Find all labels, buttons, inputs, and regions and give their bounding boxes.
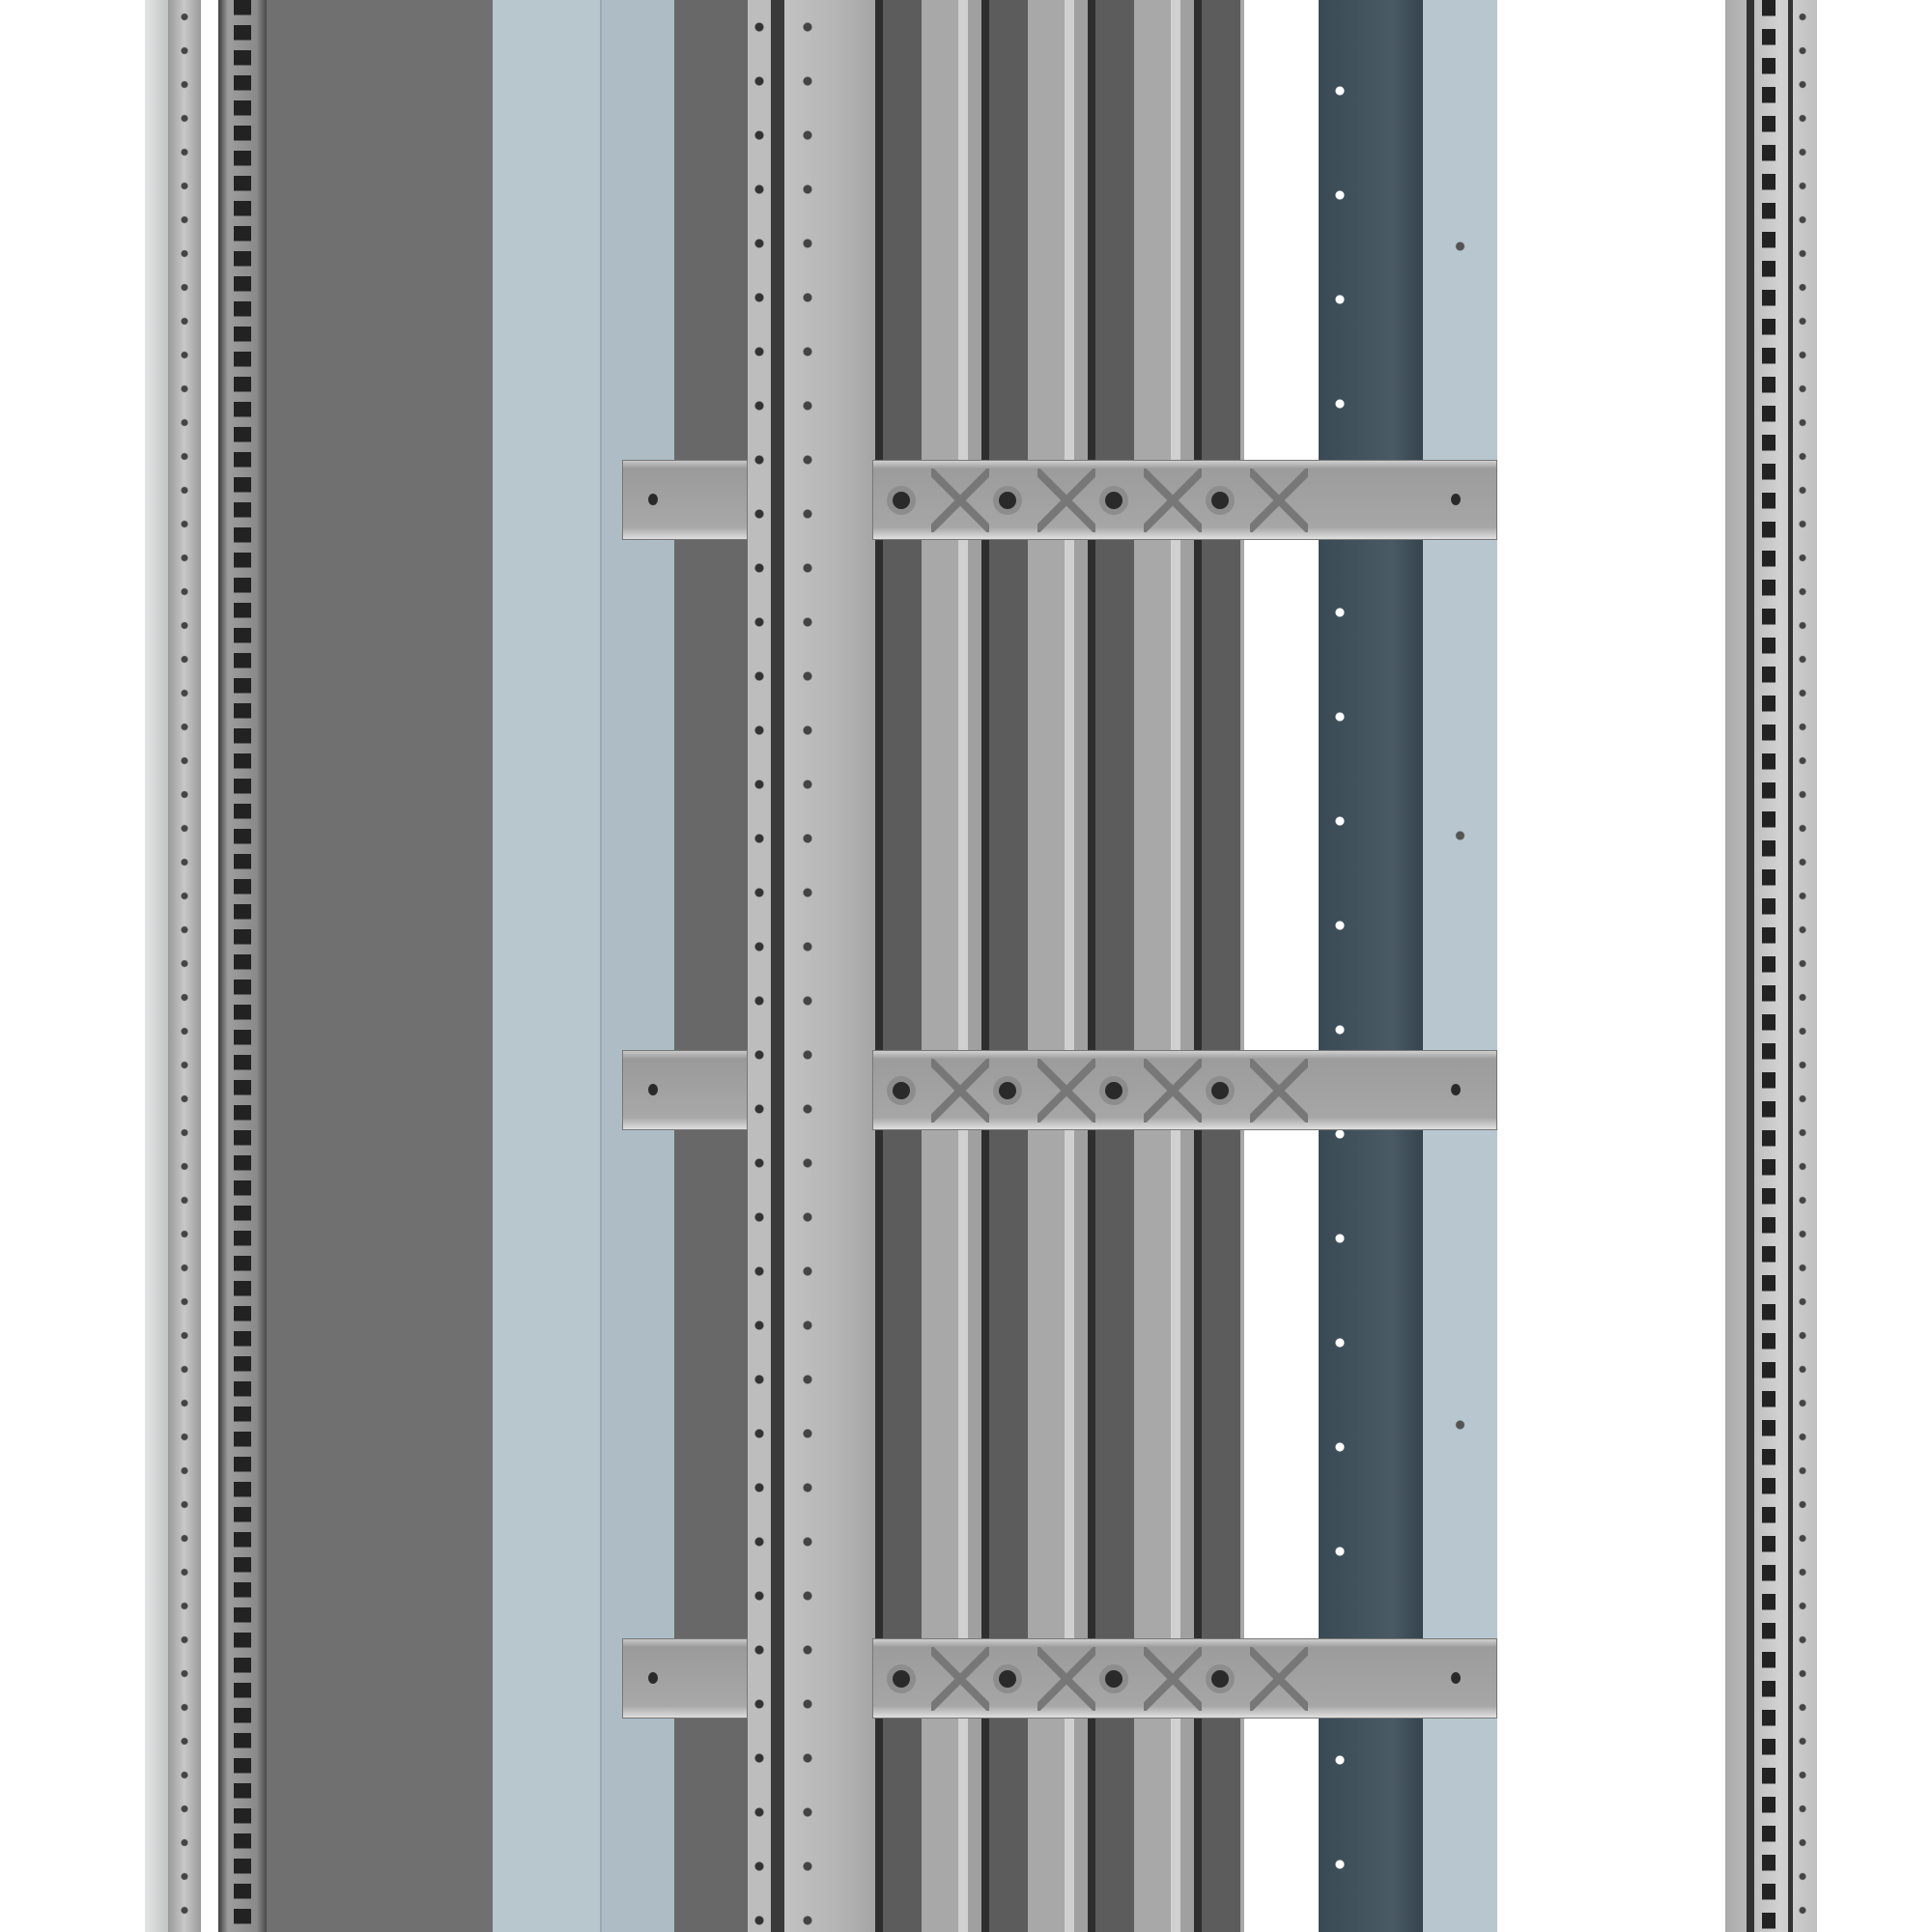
insulation-panel-left [493,0,600,1932]
center-perforated-rail [748,0,771,1932]
back-panel-strip [674,0,748,1932]
left-perforated-rail [168,0,201,1932]
right-slotted-rail [1725,0,1817,1932]
frame-edge [145,0,168,1932]
busbar-bracket-left [622,1050,748,1130]
busbars [875,0,1244,1932]
center-rail-shadow [771,0,784,1932]
busbar-bracket-left [622,1638,748,1719]
busbar-bracket-right [872,1050,1497,1130]
busbar-bracket-right [872,1638,1497,1719]
center-column [784,0,875,1932]
insulation-panel-mid [600,0,676,1932]
support-profile [1319,0,1423,1932]
back-panel [267,0,493,1932]
left-slotted-rail [218,0,267,1932]
busbar-bracket-right [872,460,1497,540]
insulation-panel-right [1423,0,1497,1932]
busbar-bracket-left [622,460,748,540]
